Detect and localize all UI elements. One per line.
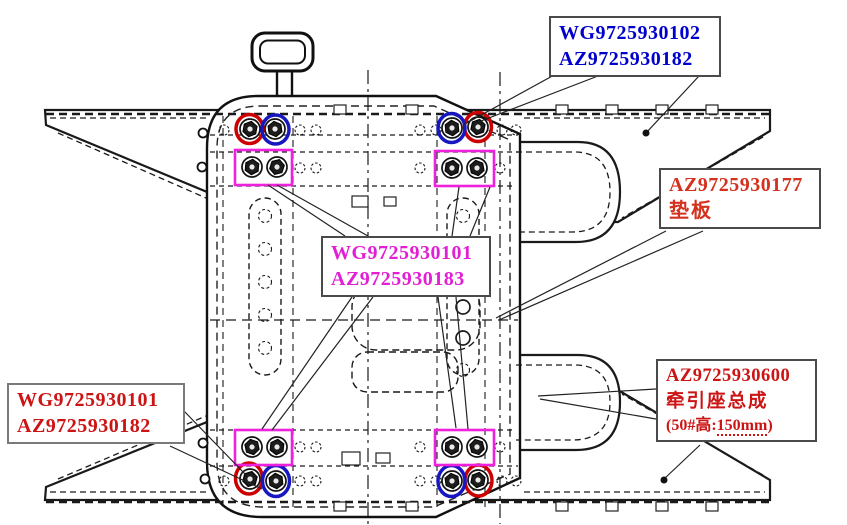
magenta-rect-marker — [233, 148, 294, 187]
part-number: AZ9725930182 — [17, 415, 151, 437]
leader-lines — [169, 73, 704, 490]
release-handle — [250, 31, 315, 100]
mounting-tabs — [333, 104, 719, 512]
leader-dot — [642, 129, 650, 137]
magenta-rect-marker — [433, 149, 496, 188]
tongue-top-right — [514, 140, 622, 244]
part-label-chinese: 牵引座总成 — [666, 392, 769, 412]
part-number: WG9725930101 — [17, 389, 159, 411]
callout-bolt-group-bottom: WG9725930101 AZ9725930182 — [7, 383, 185, 444]
magenta-rect-marker — [233, 428, 294, 467]
wing-bracket-bottom-right — [466, 353, 772, 502]
wing-rivet-holes — [196, 127, 211, 485]
blue-ellipse-marker — [436, 111, 467, 145]
callout-bolt-group-center: WG9725930101 AZ9725930183 — [321, 236, 491, 297]
spec-note: (50#高:150mm) — [666, 417, 773, 436]
part-number: AZ9725930600 — [666, 366, 791, 386]
part-number: WG9725930101 — [331, 242, 473, 264]
blue-ellipse-marker — [260, 113, 291, 146]
blue-bolt-markers — [260, 111, 467, 499]
left-slot — [248, 197, 282, 376]
lock-opening — [351, 351, 459, 393]
callout-assembly: AZ9725930600 牵引座总成 (50#高:150mm) — [656, 359, 817, 442]
part-label-chinese: 垫板 — [669, 200, 713, 222]
callout-bolt-group-top: WG9725930102 AZ9725930182 — [549, 16, 721, 77]
wing-bracket-top-right — [466, 108, 772, 244]
leader-dot — [660, 476, 668, 484]
part-number: WG9725930102 — [559, 22, 701, 44]
part-number: AZ9725930182 — [559, 48, 693, 70]
magenta-rect-marker — [433, 428, 496, 467]
part-number: AZ9725930183 — [331, 268, 465, 290]
magenta-group-markers — [233, 148, 496, 467]
callout-pad-plate: AZ9725930177 垫板 — [659, 168, 821, 229]
part-number: AZ9725930177 — [669, 174, 803, 196]
tongue-bottom-right — [514, 353, 622, 452]
